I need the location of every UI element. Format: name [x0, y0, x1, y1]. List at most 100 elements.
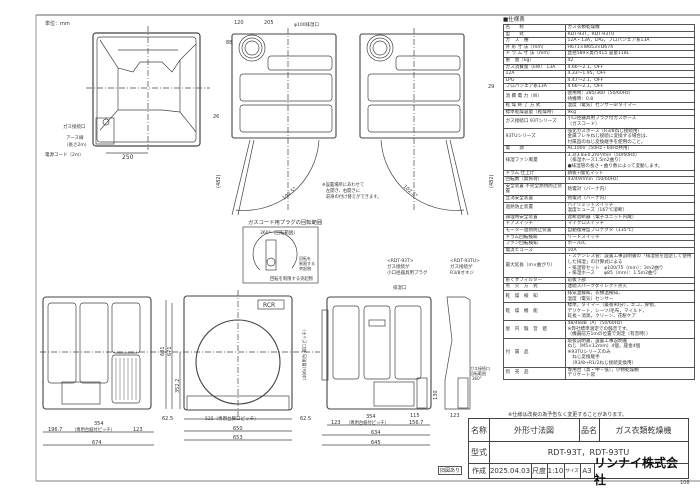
plug-rotation-detail: ガスコード用プラグの回転範囲 360°（回転範囲） 回転を 制限する 突起物 回… — [242, 218, 322, 284]
spec-row: ファン回転検知ホールIC — [503, 240, 695, 248]
spec-value: 4.47〜2.1，OFF — [565, 76, 695, 85]
spec-value: 連続スパークダイレクト点火 — [565, 283, 695, 291]
dim-123-right: 123 — [331, 420, 341, 426]
spec-row: ドラム回転検知リードスイッチ — [503, 233, 695, 242]
spec-row: 外 形 寸 法（mm）H671×W653×D674 — [503, 43, 695, 52]
spec-value: 12A・13A，LPG，プロパンエア系13A — [565, 37, 695, 45]
spec-row: 糸くずフィルター前板下部 — [503, 276, 695, 285]
spec-value: 使用時：285/360（50/60Hz） 待機時：0.8 — [565, 89, 695, 104]
front-view-right-door: 102.5° (482) — [359, 28, 495, 216]
dim-354-left: 354 — [94, 421, 104, 427]
spec-row: 安全装置 不完全燃焼防止装置熱電対（バーナ内） — [503, 182, 695, 197]
rdt93t-label-1: <RDT-93T> — [387, 258, 414, 264]
spec-key: 乾 燥 終 了 方 式 — [503, 102, 566, 110]
name-label: 名称 — [469, 419, 490, 441]
dim-side-pitch: (406)(専用台 脚ロピッチ) — [301, 329, 308, 380]
spec-key: 外 形 寸 法（mm） — [503, 43, 566, 52]
spec-value: 4.33〜1.95，OFF — [565, 70, 695, 78]
spec-value: 4.66〜2.1，OFF — [565, 83, 695, 91]
dim-156-7: 156.7 — [409, 420, 423, 426]
spec-value: ハイリミットスイッチ 温度ヒューズ（167℃溶断） — [565, 201, 695, 215]
spec-value: 小口径器具用プラグ付ガスホース （ガスコード） — [565, 115, 695, 129]
dim-525: 525（専用台脚ロピッチ） — [205, 415, 259, 422]
dim-671: 671 — [167, 346, 173, 356]
gas-rotation-label-1: ガス接続口 — [470, 365, 490, 371]
spec-value: 遮断遮断器（電子ユニット内蔵） — [565, 213, 695, 222]
spec-row: 点 火 方 式連続スパークダイレクト点火 — [503, 283, 695, 291]
dim-674: 674 — [92, 440, 102, 446]
spec-key: 点 火 方 式 — [503, 283, 566, 291]
spec-row: 過熱防止装置ハイリミットスイッチ 温度ヒューズ（167℃溶断） — [503, 201, 695, 215]
spec-row: 立消安全装置熱電対（バーナ内） — [503, 195, 695, 203]
door-angle: 102.5° — [281, 186, 298, 202]
spec-row: 乾 燥 終 了 方 式温度（電気）センサーorタイマー — [503, 102, 695, 110]
spec-key: ド ラ ム 寸 法（mm） — [503, 50, 566, 58]
exhaust-label: φ100排湿口 — [294, 21, 319, 28]
spec-key: 乾 燥 検 知 — [503, 289, 566, 304]
spec-key: 標準乾燥容量（乾燥時） — [503, 108, 566, 117]
spec-value: 48/48dB（A）（50/60Hz） ※弊社標準測定での騒音です。 （機器前方… — [565, 319, 695, 339]
spec-row: 乾 燥 検 知排気温検知，衣類温検知， 温度（電気）センサー — [503, 289, 695, 304]
pitch-right: （専用台据付ピッチ） — [346, 419, 389, 426]
spec-row: 回転数（無負荷）43/49r/min（50/60Hz） — [503, 176, 695, 184]
spec-row: 93TUシリーズ強化ガスホース（R3/8ねじ接続用） 金属フレキねじ接続に変換す… — [503, 127, 695, 147]
spec-key: 型 式 — [503, 30, 566, 39]
spec-key: 付 属 品 — [503, 337, 566, 368]
spec-key: ファン回転検知 — [503, 240, 566, 248]
dim-653: 653 — [233, 435, 243, 441]
spec-key: 安全装置 不完全燃焼防止装置 — [503, 182, 566, 197]
spec-value: ガス衣類乾燥機 — [565, 24, 695, 32]
spec-key: 過熱防止装置 — [503, 201, 566, 215]
spec-row: 重 量（kg）42 — [503, 56, 695, 65]
gas-inlet-label: ガス接続口 — [63, 123, 86, 130]
spec-key: プロパンエア系13A — [503, 83, 566, 91]
protrusion-label-2: 制限する — [299, 260, 315, 266]
spec-key: ドラム 仕上げ — [503, 169, 566, 178]
pitch-left: （専用台据付ピッチ） — [72, 426, 115, 433]
spec-value: 43/49r/min（50/60Hz） — [565, 176, 695, 184]
spec-value: 専用台（高・中・低），小物乾燥棚 デリケート袋 — [565, 366, 695, 380]
dim-482-right: (482) — [489, 175, 495, 188]
dim-352-2: 352.2 — [175, 379, 181, 393]
spec-value: 4.66〜2.1，OFF — [565, 63, 695, 72]
spec-row: 調理時安全装置遮断遮断器（電子ユニット内蔵） — [503, 213, 695, 222]
spec-value: 熱電対（バーナ内） — [565, 195, 695, 203]
rdt93tu-label-3: R3/8オネジ — [450, 270, 474, 276]
scale-value: 1:10 — [547, 463, 565, 478]
unit-label: 単位：mm — [45, 20, 70, 27]
dim-123-left: 123 — [133, 427, 143, 433]
door-note-3: 前扉の付け替えができます。 — [326, 193, 381, 200]
plug-rotation-title: ガスコード用プラグの回転範囲 — [248, 218, 322, 226]
title-block: 名称 外形寸法図 品名 ガス衣類乾燥機 型式 RDT-93T，RDT-93TU … — [468, 418, 689, 487]
spec-key: 調理時安全装置 — [503, 213, 566, 222]
spec-row: 乾 燥 機 能標準，タイマー（最長90分），エコ，厚物， デリケート，シーツ/毛… — [503, 302, 695, 321]
dim-62-5-left: 62.5 — [162, 416, 173, 422]
dim-634: 634 — [371, 430, 381, 436]
product-value: ガス衣類乾燥機 — [615, 425, 672, 435]
dim-354-right: 354 — [366, 414, 376, 420]
old-drawing-box: 旧図あり — [438, 466, 463, 475]
dim-120: 120 — [234, 20, 244, 26]
spec-title: ■仕様表 — [503, 17, 525, 23]
power-cord-label: 電源コード（2m） — [45, 151, 84, 158]
company-logo: リンナイ株式会社 — [594, 455, 679, 487]
spec-key: 電流ヒューズ — [503, 246, 566, 255]
gas-rotation-label-2: 回転範囲 — [470, 370, 486, 376]
spec-value: 前板下部 — [565, 276, 695, 285]
spec-key: モーター過熱防止装置 — [503, 227, 566, 235]
gas-rotation-label-3: 360° — [472, 376, 482, 381]
spec-key: 消 費 電 力（W） — [503, 89, 566, 104]
earth-wire-label: アース線 — [66, 134, 84, 141]
dim-115: 115 — [410, 413, 420, 419]
spec-value: 自動復帰型プロテクタ（135℃） — [565, 227, 695, 235]
side-view-left: 196.7 354 （専用台据付ピッチ） 123 674 — [42, 296, 154, 446]
spec-value: ・ステンレス管：設置工事説明書の「排湿管を固定して使用した排湿」の計算式による … — [565, 253, 695, 278]
spec-key: ガス接続口 93Tシリーズ — [503, 115, 566, 129]
